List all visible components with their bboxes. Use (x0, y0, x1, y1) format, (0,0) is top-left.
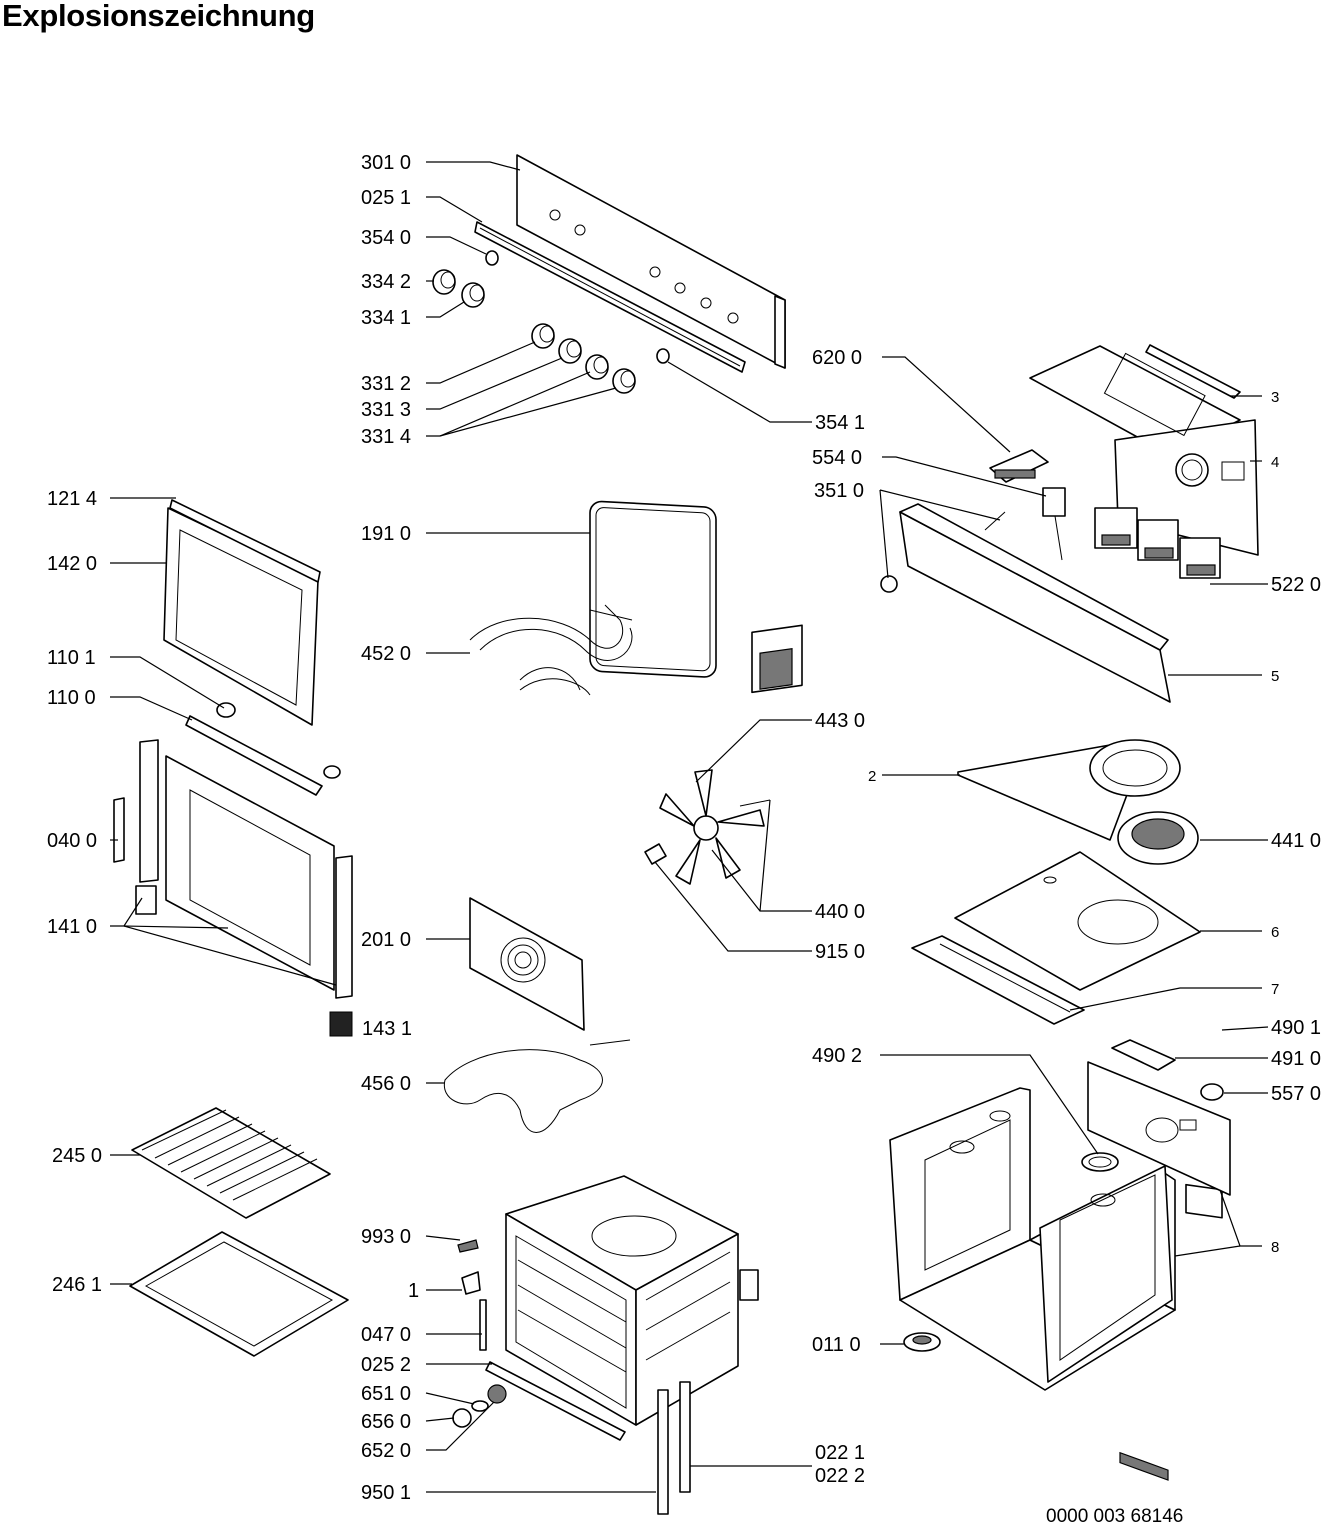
door-inner-frame-part (113, 739, 353, 1037)
top-heater-part (469, 604, 633, 696)
label-3342: 334 2 (361, 271, 411, 293)
fan-motor-part (739, 624, 803, 807)
label-3313: 331 3 (361, 399, 411, 421)
label-6200: 620 0 (812, 347, 862, 369)
label-1431: 143 1 (362, 1018, 412, 1040)
label-5220: 522 0 (1271, 574, 1321, 596)
label-8: 8 (1271, 1239, 1279, 1256)
label-4560: 456 0 (361, 1073, 411, 1095)
label-0222: 022 2 (815, 1465, 865, 1487)
label-3314: 331 4 (361, 426, 411, 448)
label-6560: 656 0 (361, 1411, 411, 1433)
label-3312: 331 2 (361, 373, 411, 395)
leader-lines (110, 161, 1269, 1493)
label-4902: 490 2 (812, 1045, 862, 1067)
label-7: 7 (1271, 981, 1279, 998)
label-1: 1 (408, 1280, 419, 1302)
label-2461: 246 1 (52, 1274, 102, 1296)
label-5570: 557 0 (1271, 1083, 1321, 1105)
label-6520: 652 0 (361, 1440, 411, 1462)
control-panel-part (516, 154, 786, 369)
label-4430: 443 0 (815, 710, 865, 732)
knob-parts (432, 250, 670, 394)
air-guide-part (957, 739, 1181, 841)
label-3: 3 (1271, 389, 1279, 406)
oven-cavity-part (505, 1175, 759, 1426)
label-3540: 354 0 (361, 227, 411, 249)
cavity-small-parts (452, 1239, 691, 1515)
label-4400: 440 0 (815, 901, 865, 923)
cooling-fan-part (1117, 811, 1199, 865)
label-9930: 993 0 (361, 1226, 411, 1248)
label-3510: 351 0 (814, 480, 864, 502)
label-3341: 334 1 (361, 307, 411, 329)
label-3541: 354 1 (815, 412, 865, 434)
back-panel-part (469, 897, 585, 1031)
label-4901: 490 1 (1271, 1017, 1321, 1039)
label-1910: 191 0 (361, 523, 411, 545)
seal-part (589, 500, 717, 678)
label-4520: 452 0 (361, 643, 411, 665)
page-title: Explosionszeichnung (2, 0, 315, 33)
label-3010: 301 0 (361, 152, 411, 174)
label-0470: 047 0 (361, 1324, 411, 1346)
foot-part (903, 1332, 941, 1352)
label-5540: 554 0 (812, 447, 862, 469)
label-2: 2 (868, 768, 876, 785)
front-frame-part (880, 503, 1171, 703)
label-1214: 121 4 (47, 488, 97, 510)
panel-rail-part (474, 221, 746, 373)
door-outer-glass-part (163, 499, 321, 726)
label-6: 6 (1271, 924, 1279, 941)
label-9501: 950 1 (361, 1482, 411, 1504)
bottom-trim-part (911, 935, 1085, 1025)
cabinet-housing-part (889, 1087, 1176, 1391)
label-0251: 025 1 (361, 187, 411, 209)
label-1101: 110 1 (47, 647, 96, 669)
label-4410: 441 0 (1271, 830, 1321, 852)
label-0110: 011 0 (812, 1334, 861, 1356)
switch-parts (1094, 507, 1221, 579)
label-1420: 142 0 (47, 553, 97, 575)
label-2450: 245 0 (52, 1145, 102, 1167)
label-0221: 022 1 (815, 1442, 865, 1464)
rear-panel-part (1087, 1061, 1231, 1196)
rear-switch-parts (1111, 1039, 1224, 1481)
grid-shelf-part (131, 1107, 331, 1219)
label-6510: 651 0 (361, 1383, 411, 1405)
label-0252: 025 2 (361, 1354, 411, 1376)
label-2010: 201 0 (361, 929, 411, 951)
part-labels: 301 0 025 1 354 0 334 2 334 1 331 2 331 … (47, 152, 1321, 1504)
label-0400: 040 0 (47, 830, 97, 852)
label-9150: 915 0 (815, 941, 865, 963)
fan-blade-part (644, 769, 765, 885)
cover-plate-part (954, 851, 1201, 991)
baking-tray-part (129, 1231, 349, 1357)
bottom-heater-part (443, 1039, 631, 1133)
terminal-block-part (989, 449, 1049, 483)
label-5: 5 (1271, 668, 1279, 685)
label-4910: 491 0 (1271, 1048, 1321, 1070)
label-1410: 141 0 (47, 916, 97, 938)
label-1100: 110 0 (47, 687, 96, 709)
label-4: 4 (1271, 454, 1279, 471)
thermostat-part (1042, 487, 1066, 561)
drawing-number: 0000 003 68146 (1046, 1506, 1184, 1527)
